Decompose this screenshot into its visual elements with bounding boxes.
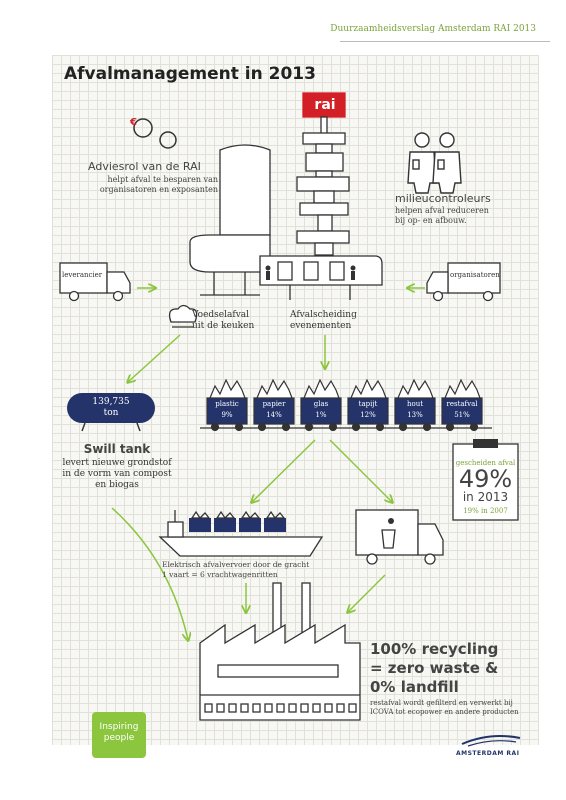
recycling-desc1: restafval wordt gefilterd en verwerkt bi… <box>370 699 513 707</box>
inspectors-icon <box>407 132 462 194</box>
boat-line2: 1 vaart = 6 vrachtwagenritten <box>162 570 278 579</box>
swill-line2: in de vorm van compost <box>62 469 172 479</box>
rai-sign: rai <box>314 97 336 113</box>
milieu-line2: bij op- en afbouw. <box>395 216 467 225</box>
badge-line2: people <box>103 733 135 743</box>
wagon-pct: 12% <box>360 411 376 419</box>
organisatoren-label: organisatoren <box>450 271 500 279</box>
leverancier-truck-icon <box>59 262 131 302</box>
clipboard-icon <box>452 439 519 521</box>
gescheiden-year: in 2013 <box>462 490 509 504</box>
recycling-line1: 100% recycling <box>370 640 499 658</box>
wagon-0 <box>206 378 248 432</box>
rai-building-icon <box>189 144 383 300</box>
page-title: Afvalmanagement in 2013 <box>64 64 316 84</box>
chef-hat-icon <box>168 304 198 328</box>
rai-tower-icon <box>296 92 350 256</box>
voedsel-line1: Voedselafval <box>192 310 250 320</box>
wagon-4 <box>394 378 436 432</box>
waste-wagons <box>200 378 492 432</box>
recycling-line3: 0% landfill <box>370 678 459 696</box>
recycling-line2: = zero waste & <box>370 659 499 677</box>
boat-line1: Elektrisch afvalvervoer door de gracht <box>162 560 310 569</box>
advies-heading: Adviesrol van de RAI <box>88 160 201 173</box>
recycle-truck-icon <box>355 509 444 565</box>
swill-heading: Swill tank <box>83 442 151 456</box>
advies-line2: organisatoren en exposanten <box>99 185 218 194</box>
flow-arrows <box>111 288 425 640</box>
wagon-label: tapijt <box>358 400 378 408</box>
logo-text: AMSTERDAM RAI <box>456 750 520 757</box>
wagon-pct: 14% <box>266 411 282 419</box>
voedsel-line2: uit de keuken <box>192 321 255 331</box>
badge-line1: Inspiring <box>99 722 139 732</box>
wagon-5 <box>441 378 483 432</box>
swill-line1: levert nieuwe grondstof <box>62 458 172 468</box>
wagon-label: plastic <box>215 400 239 408</box>
wagon-pct: 13% <box>407 411 423 419</box>
people-small-icon <box>265 265 356 280</box>
report-header: Duurzaamheidsverslag Amsterdam RAI 2013 <box>330 24 536 34</box>
gescheiden-compare: 19% in 2007 <box>463 507 508 515</box>
tank-value: 139,735 <box>92 397 130 407</box>
euro-symbol-label: € <box>130 117 137 128</box>
swill-line3: en biogas <box>95 480 139 490</box>
inspiring-people-badge: Inspiring people <box>92 712 146 758</box>
afvalscheiding-line1: Afvalscheiding <box>290 310 357 320</box>
milieu-line1: helpen afval reduceren <box>395 206 489 215</box>
advies-line1: helpt afval te besparen van <box>107 175 218 184</box>
euro-coins-icon <box>133 118 177 149</box>
wagon-3 <box>347 378 389 432</box>
recycling-desc2: ICOVA tot ecopower en andere producten <box>370 708 519 716</box>
gescheiden-value: 49% <box>458 465 513 493</box>
leverancier-label: leverancier <box>62 271 103 279</box>
wagon-label: restafval <box>446 400 478 408</box>
wagon-pct: 9% <box>221 411 233 419</box>
wagon-pct: 51% <box>454 411 470 419</box>
boat-icon <box>158 510 324 557</box>
header-rule <box>340 41 550 42</box>
afvalscheiding-line2: evenementen <box>290 321 352 331</box>
wagon-label: glas <box>313 400 329 408</box>
milieu-heading: milieucontroleurs <box>395 192 491 205</box>
tank-unit: ton <box>103 408 119 418</box>
wagon-label: papier <box>262 400 286 408</box>
swill-tank-icon <box>67 393 155 432</box>
wagon-label: hout <box>406 400 424 408</box>
wagon-2 <box>300 378 342 432</box>
wagon-pct: 1% <box>315 411 327 419</box>
organisatoren-truck-icon <box>426 262 501 302</box>
factory-icon <box>199 582 361 721</box>
wagon-1 <box>253 378 295 432</box>
gescheiden-label: gescheiden afval <box>455 459 516 467</box>
